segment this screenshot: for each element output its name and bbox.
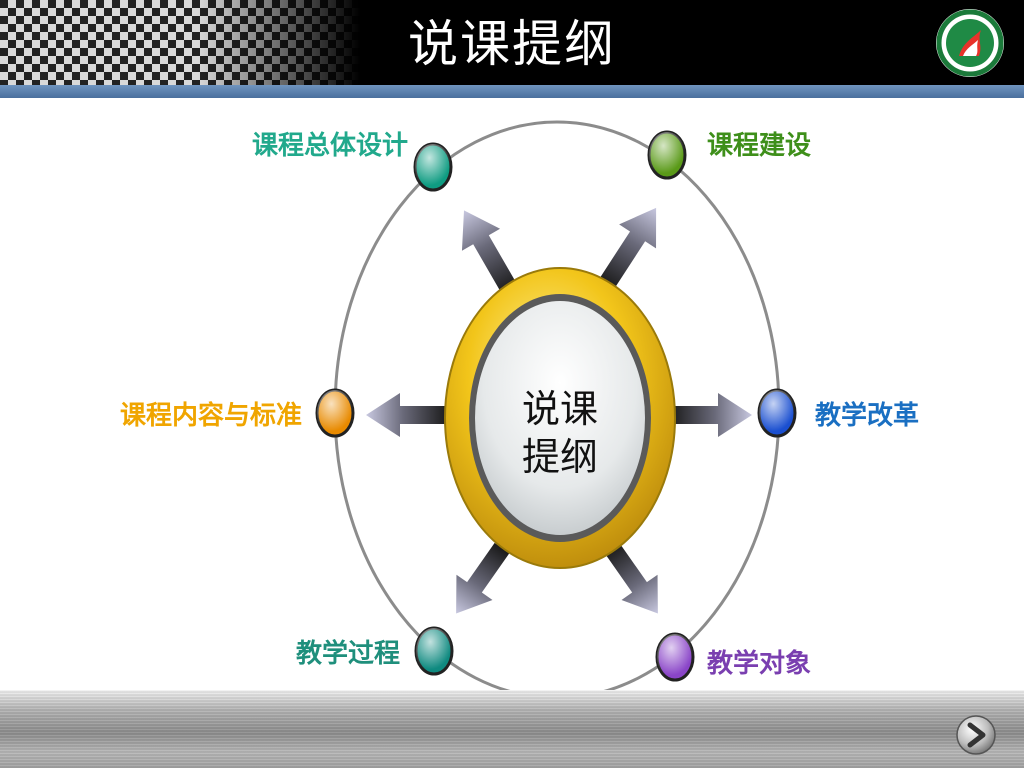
node-label-5: 教学过程 — [296, 638, 400, 669]
center-label-line-2: 提纲 — [522, 435, 598, 479]
arrow-to-node-1 — [461, 210, 518, 295]
header-stripe — [0, 85, 1024, 98]
slide-footer — [0, 690, 1024, 768]
node-1[interactable]: 课程总体设计 — [252, 131, 453, 192]
node-label-1: 课程总体设计 — [252, 131, 408, 161]
school-emblem-icon — [936, 9, 1004, 77]
checker-pattern — [0, 0, 360, 85]
arrows — [366, 207, 752, 614]
node-6[interactable]: 教学对象 — [655, 632, 811, 682]
center-badge: 说课 提纲 — [444, 267, 676, 569]
node-label-4: 教学改革 — [815, 400, 919, 431]
arrow-to-node-6 — [604, 542, 658, 614]
node-label-3: 课程内容与标准 — [120, 400, 302, 431]
next-arrow-icon[interactable] — [955, 714, 997, 756]
arrow-to-node-2 — [598, 207, 657, 290]
slide-header: 说课提纲 — [0, 0, 1024, 85]
node-5[interactable]: 教学过程 — [296, 626, 454, 676]
node-label-2: 课程建设 — [707, 131, 811, 161]
node-3[interactable]: 课程内容与标准 — [120, 388, 355, 438]
arrow-to-node-5 — [456, 542, 510, 614]
center-label-line-1: 说课 — [522, 387, 598, 431]
arrow-to-node-4 — [670, 393, 752, 437]
node-4[interactable]: 教学改革 — [757, 388, 919, 438]
outline-diagram: 说课 提纲 课程总体设计 课程建设 课程内容与标准 教学改革 教学过程 教学对象 — [120, 120, 919, 698]
node-label-6: 教学对象 — [707, 648, 811, 679]
arrow-to-node-3 — [366, 393, 448, 437]
slide-title: 说课提纲 — [408, 15, 616, 73]
node-2[interactable]: 课程建设 — [647, 130, 811, 180]
